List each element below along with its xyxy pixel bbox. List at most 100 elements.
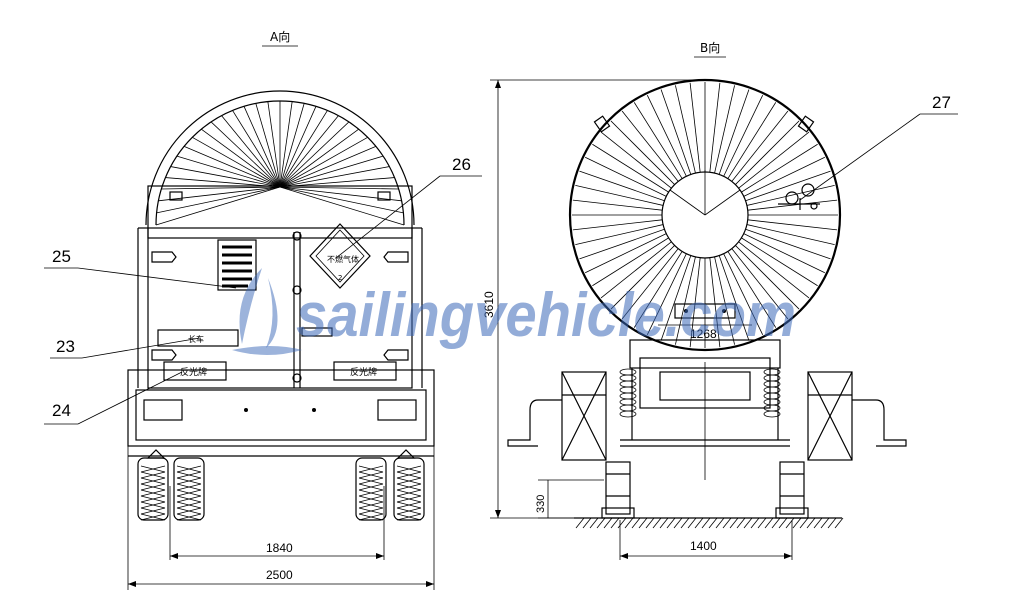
hinge-right-upper bbox=[383, 251, 409, 263]
dim-1840-arrow-right bbox=[376, 553, 384, 559]
rear-wheels bbox=[137, 457, 425, 521]
leader-24 bbox=[77, 371, 183, 425]
spring bbox=[763, 368, 781, 418]
ray-a bbox=[221, 115, 281, 188]
lifting-lug-left bbox=[593, 115, 611, 133]
bolt-1 bbox=[244, 408, 248, 412]
door-handle bbox=[301, 327, 333, 337]
ray-a bbox=[158, 186, 281, 202]
callout-25: 25 bbox=[52, 247, 71, 266]
rear-frame bbox=[127, 369, 435, 447]
leader-26 bbox=[335, 175, 441, 259]
ray-b bbox=[646, 94, 687, 177]
wheel bbox=[355, 457, 387, 521]
nameplate-bolt-1 bbox=[684, 309, 688, 313]
lifting-lug-right bbox=[797, 115, 815, 133]
dim-1400-arrow-right bbox=[784, 553, 792, 559]
callout-27: 27 bbox=[932, 93, 951, 112]
ray-b bbox=[743, 156, 826, 197]
ray-b bbox=[745, 170, 831, 202]
ray-b bbox=[572, 199, 663, 211]
ray-b bbox=[727, 102, 777, 179]
ray-b bbox=[747, 219, 838, 231]
hinge-right-lower bbox=[383, 349, 409, 361]
dim-3610-arrow-bottom bbox=[495, 510, 501, 518]
view-b-title: B向 bbox=[700, 40, 720, 55]
callout-23: 23 bbox=[56, 337, 75, 356]
ray-b bbox=[575, 185, 664, 206]
ray-a bbox=[279, 103, 305, 188]
ray-b bbox=[600, 241, 672, 299]
ray-b bbox=[660, 255, 692, 341]
watermark-text: sailingvehicle.com bbox=[296, 281, 796, 350]
leader-25 bbox=[77, 267, 237, 289]
callout-26: 26 bbox=[452, 155, 471, 174]
ray-a bbox=[155, 186, 281, 226]
nameplate bbox=[674, 303, 736, 319]
ray-b bbox=[747, 199, 838, 211]
mudflap-marker-right bbox=[396, 449, 416, 459]
suspension-springs bbox=[619, 368, 781, 418]
ray-b bbox=[579, 170, 665, 202]
long-vehicle-plate bbox=[157, 329, 239, 347]
ray-b bbox=[746, 185, 835, 206]
ray-a bbox=[279, 101, 293, 188]
ray-a bbox=[279, 145, 377, 188]
ray-a bbox=[232, 110, 281, 188]
latch-right bbox=[377, 191, 391, 201]
ray-b bbox=[646, 253, 687, 336]
dim-2500-arrow-left bbox=[128, 581, 136, 587]
ray-b bbox=[621, 248, 679, 320]
dim-3610-arrow-top bbox=[495, 80, 501, 88]
dim-1840-text: 1840 bbox=[266, 541, 293, 555]
valve-assembly bbox=[778, 183, 820, 210]
bolt-2 bbox=[312, 408, 316, 412]
cabinet-top bbox=[147, 185, 413, 239]
ray-a bbox=[279, 186, 404, 214]
callouts: 25 26 23 24 27 bbox=[44, 93, 958, 425]
watermark: sailingvehicle.com bbox=[232, 268, 796, 355]
hazard-diamond bbox=[309, 223, 371, 289]
ray-a bbox=[279, 186, 399, 190]
ray-b bbox=[633, 251, 683, 328]
ray-b bbox=[738, 241, 810, 299]
ray-b bbox=[709, 82, 721, 173]
ray-b bbox=[723, 253, 764, 336]
ray-b bbox=[743, 233, 826, 274]
ray-b bbox=[689, 82, 701, 173]
ray-a bbox=[279, 128, 359, 188]
door-hinge-bottom bbox=[292, 373, 302, 383]
dim-1400-arrow-left bbox=[620, 553, 628, 559]
hub-line-2 bbox=[669, 189, 706, 216]
ray-b bbox=[621, 110, 679, 182]
dim-3610-text: 3610 bbox=[482, 291, 496, 318]
ray-b bbox=[709, 257, 721, 348]
ray-a bbox=[279, 106, 317, 188]
tank-head-rays-b bbox=[572, 82, 838, 348]
ray-b bbox=[592, 237, 669, 287]
ray-b bbox=[610, 120, 675, 185]
ray-b bbox=[579, 228, 665, 260]
tank-head-rays bbox=[155, 101, 405, 226]
ray-b bbox=[718, 255, 750, 341]
ray-b bbox=[731, 110, 789, 182]
ray-a bbox=[192, 136, 281, 188]
ray-b bbox=[584, 233, 667, 274]
ray-b bbox=[741, 143, 818, 193]
reflector-plate-left bbox=[163, 361, 227, 381]
ray-b bbox=[660, 89, 692, 175]
hazard-class: 2 bbox=[338, 274, 342, 282]
dim-2500-arrow-right bbox=[426, 581, 434, 587]
sail-logo bbox=[232, 268, 302, 355]
dim-1400-text: 1400 bbox=[690, 539, 717, 553]
cabinet-body bbox=[147, 227, 413, 389]
dim-330-text: 330 bbox=[535, 495, 547, 513]
ray-a bbox=[267, 101, 281, 188]
ray-b bbox=[714, 256, 735, 345]
info-panel bbox=[217, 239, 257, 291]
dim-1268-text: 1268 bbox=[690, 327, 717, 341]
ray-a bbox=[243, 106, 281, 188]
leader-23 bbox=[81, 337, 201, 359]
wheel bbox=[173, 457, 205, 521]
